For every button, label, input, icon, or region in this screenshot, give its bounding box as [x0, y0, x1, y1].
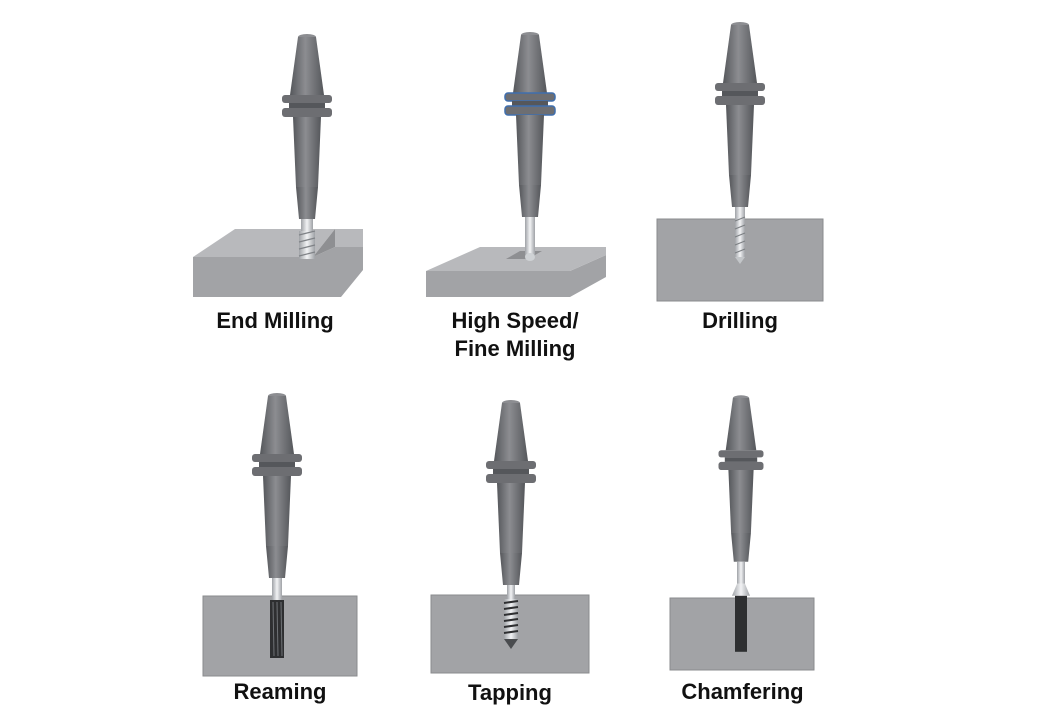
panel-chamfering: Chamfering	[665, 390, 820, 715]
caption-high-speed-fine-milling: High Speed/ Fine Milling	[451, 308, 579, 361]
holder-flange-upper	[282, 95, 332, 103]
tap-icon	[430, 400, 590, 674]
ball-end-mill-icon	[426, 32, 606, 297]
holder-flange-groove	[722, 91, 758, 96]
holder-shank	[497, 483, 525, 553]
holder-collet-nose	[731, 533, 751, 562]
holder-taper-cone	[290, 37, 324, 95]
end-mill-flutes	[299, 231, 315, 259]
flute-line	[298, 230, 316, 236]
holder-flange-groove	[289, 103, 325, 108]
holder-shank	[728, 470, 754, 533]
workpiece-step-top	[335, 229, 363, 247]
panel-tapping: Tapping	[425, 395, 595, 715]
holder-shank	[293, 117, 321, 187]
caption-tapping: Tapping	[468, 680, 552, 705]
workpiece-front	[193, 247, 363, 297]
drill-flute-line	[734, 240, 746, 246]
holder-flange-upper	[486, 461, 536, 469]
drill-flute-line	[734, 224, 746, 230]
chamfer-tool-icon	[669, 395, 815, 671]
drill-body	[735, 207, 745, 257]
holder-taper-cone	[494, 403, 528, 461]
tap-thread-line	[503, 612, 519, 616]
panel-reaming: Reaming	[195, 390, 365, 715]
tap-shank	[507, 585, 515, 599]
workpiece-front	[426, 255, 606, 297]
end-mill-icon	[193, 34, 363, 297]
holder-flange-groove	[259, 462, 295, 467]
panel-drilling: Drilling	[650, 15, 830, 345]
holder-flange-lower	[282, 108, 332, 117]
caption-chamfering: Chamfering	[681, 679, 804, 704]
holder-flange-lower	[504, 105, 556, 116]
drill-point	[735, 257, 745, 264]
holder-shank	[726, 105, 754, 175]
drill-flute-line	[734, 232, 746, 238]
chamfer-tool-body	[735, 595, 747, 652]
holder-flange-upper	[718, 450, 764, 458]
caption-drilling: Drilling	[702, 308, 778, 333]
holder-flange-lower	[715, 96, 765, 105]
reamer-flute-line	[276, 601, 279, 657]
holder-taper-cone	[725, 398, 757, 451]
holder-shank	[263, 476, 291, 546]
flute-line	[298, 244, 316, 250]
holder-flange-upper	[504, 92, 556, 102]
drill-icon	[656, 22, 824, 302]
ball-end-mill-body	[525, 217, 535, 257]
chamfer-tool-shank	[737, 561, 745, 584]
holder-flange-lower	[486, 474, 536, 483]
reamer-shank	[272, 578, 282, 600]
holder-flange-upper	[715, 83, 765, 91]
tap-thread-line	[503, 606, 519, 610]
holder-flange-groove	[512, 101, 548, 106]
tap-thread-line	[503, 600, 519, 604]
chamfer-cone	[732, 583, 750, 596]
tap-thread-line	[503, 624, 519, 628]
holder-collet-nose	[296, 187, 318, 219]
tap-point	[504, 639, 518, 649]
holder-collet-nose	[729, 175, 751, 207]
holder-collet-nose	[266, 546, 288, 578]
holder-flange-groove	[493, 469, 529, 474]
tool-shank	[301, 219, 313, 231]
holder-flange-lower	[718, 461, 764, 470]
drill-flute-line	[734, 216, 746, 222]
holder-taper-cone	[260, 396, 294, 454]
holder-flange-groove	[724, 457, 758, 462]
tap-thread-line	[503, 618, 519, 622]
holder-collet-nose	[519, 185, 541, 217]
ball-end-tip	[525, 253, 535, 261]
holder-taper-cone	[723, 25, 757, 83]
reamer-icon	[202, 393, 358, 677]
caption-reaming: Reaming	[233, 679, 327, 704]
flute-line	[298, 237, 316, 243]
drill-flute-line	[734, 248, 746, 254]
panel-high-speed-fine-milling: High Speed/ Fine Milling	[420, 25, 610, 365]
holder-shank	[516, 115, 544, 185]
reamer-flute-line	[280, 601, 283, 657]
holder-flange-lower	[252, 467, 302, 476]
tap-thread-line	[503, 630, 519, 634]
caption-end-milling: End Milling	[216, 308, 334, 333]
holder-flange-upper	[252, 454, 302, 462]
holder-collet-nose	[500, 553, 522, 585]
holder-taper-cone	[513, 35, 547, 93]
reamer-flute-line	[272, 601, 275, 657]
flute-line	[298, 251, 316, 257]
panel-end-milling: End Milling	[185, 25, 365, 345]
